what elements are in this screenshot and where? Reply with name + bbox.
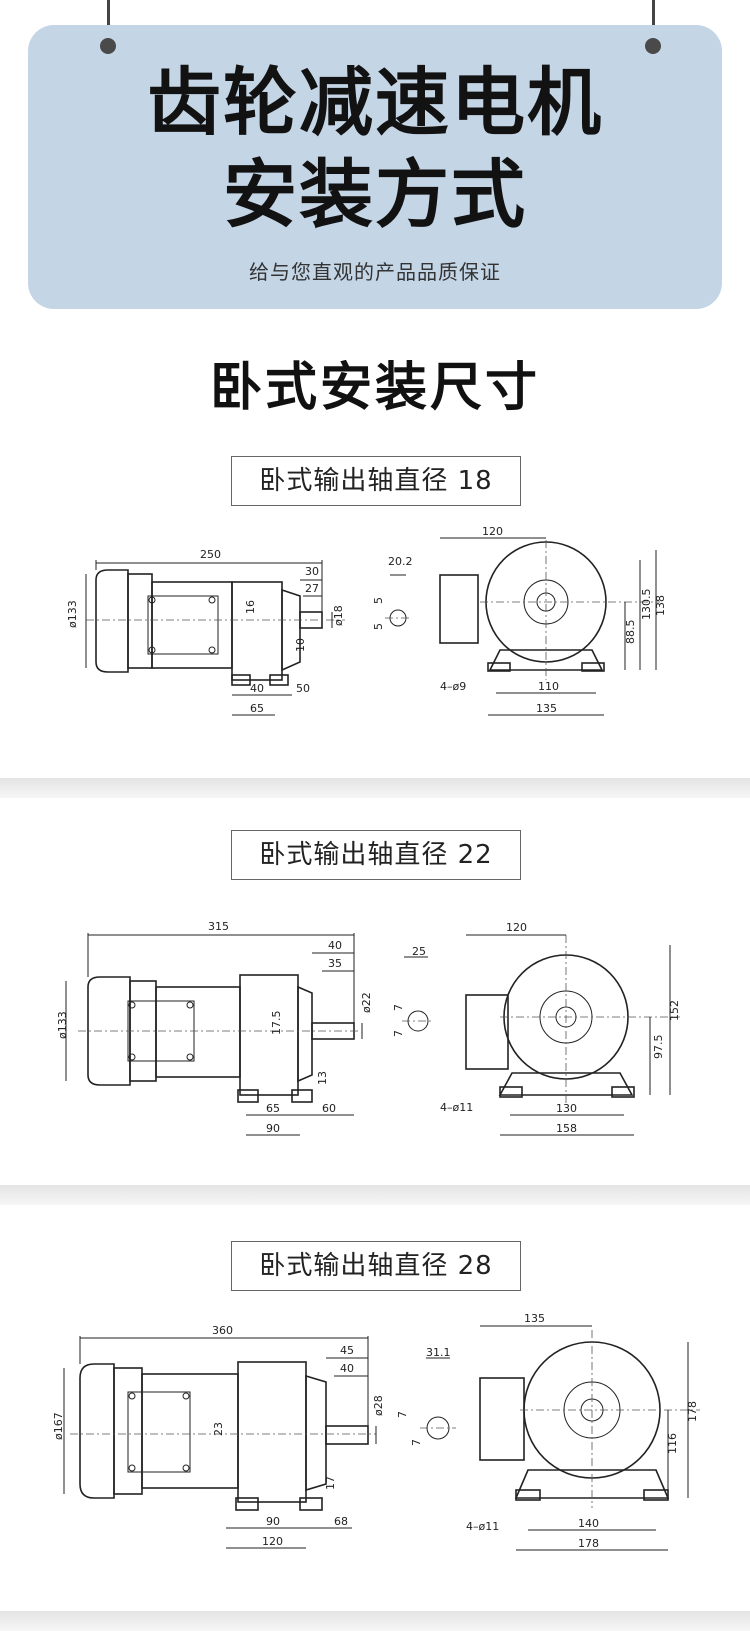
dim-front-span2-28: 178	[578, 1537, 599, 1550]
front-view-28: 135 116 178 4–ø11 140 178	[466, 1312, 700, 1551]
dim-shaft-28: ø28	[372, 1395, 385, 1416]
dim-b-22: 60	[322, 1102, 336, 1115]
side-view-18: 250 30 27 ø18 ø133 16 10 40 50 65	[66, 548, 345, 716]
dim-key-w-18: 20.2	[388, 555, 413, 568]
dim-front-width-18: 120	[482, 525, 503, 538]
dim-dia-28: ø167	[52, 1412, 65, 1440]
dim-d1-22: 40	[328, 939, 342, 952]
dim-shaft-18: ø18	[332, 605, 345, 626]
banner-subtitle: 给与您直观的产品品质保证	[249, 260, 501, 284]
front-view-22: 120 97.5 152 4–ø11 130 158	[440, 921, 681, 1136]
side-view-22: 315 40 35 ø22 ø133 17.5 13 65 60 90	[56, 920, 373, 1136]
dim-d2-22: 35	[328, 957, 342, 970]
dim-front-holes-22: 4–ø11	[440, 1101, 473, 1114]
pin-dot-left	[100, 38, 116, 54]
dim-a-18: 40	[250, 682, 264, 695]
dim-d2-28: 40	[340, 1362, 354, 1375]
drawing-shaft-22: 315 40 35 ø22 ø133 17.5 13 65 60 90 25 7…	[56, 920, 681, 1136]
dim-front-span1-28: 140	[578, 1517, 599, 1530]
dim-b-18: 50	[296, 682, 310, 695]
separator-2	[0, 1185, 750, 1205]
dim-d1-18: 30	[305, 565, 319, 578]
key-view-28: 31.1 7 7	[396, 1346, 456, 1446]
dim-h-28: 23	[212, 1422, 225, 1436]
dim-front-span1-18: 110	[538, 680, 559, 693]
dim-d2-18: 27	[305, 582, 319, 595]
dim-foot-h-22: 13	[316, 1071, 329, 1085]
key-view-22: 25 7 7	[392, 945, 434, 1037]
dim-front-h2-18: 130.5	[640, 589, 653, 621]
dim-c-28: 120	[262, 1535, 283, 1548]
dim-h-22: 17.5	[270, 1011, 283, 1036]
dim-d1-28: 45	[340, 1344, 354, 1357]
section-title: 卧式安装尺寸	[209, 358, 540, 418]
key-view-18: 20.2 5 5	[372, 555, 413, 630]
dim-front-span2-22: 158	[556, 1122, 577, 1135]
shaft-label-28: 卧式输出轴直径 28	[231, 1241, 521, 1291]
separator-1	[0, 778, 750, 798]
hanging-string-right	[652, 0, 655, 36]
dim-key-w-22: 25	[412, 945, 426, 958]
dim-front-holes-28: 4–ø11	[466, 1520, 499, 1533]
dim-a-28: 90	[266, 1515, 280, 1528]
side-view-28: 360 45 40 ø28 ø167 23 17 90 68 120	[52, 1324, 385, 1549]
dim-front-span2-18: 135	[536, 702, 557, 715]
dim-a-22: 65	[266, 1102, 280, 1115]
separator-3	[0, 1611, 750, 1631]
dim-overall-28: 360	[212, 1324, 233, 1337]
dim-dia-22: ø133	[56, 1011, 69, 1039]
dim-front-h3-22: 152	[668, 1000, 681, 1021]
dim-overall-18: 250	[200, 548, 221, 561]
dim-foot-h-18: 10	[294, 638, 307, 652]
dim-front-h3-18: 138	[654, 595, 667, 616]
drawing-shaft-18: 250 30 27 ø18 ø133 16 10 40 50 65 20.2 5…	[66, 525, 667, 716]
dim-front-width-22: 120	[506, 921, 527, 934]
dim-key-k2-28: 7	[410, 1439, 423, 1446]
dim-c-18: 65	[250, 702, 264, 715]
dim-key-w-28: 31.1	[426, 1346, 451, 1359]
dim-b-28: 68	[334, 1515, 348, 1528]
header-banner	[28, 25, 722, 309]
dim-shaft-22: ø22	[360, 992, 373, 1013]
dim-h-18: 16	[244, 600, 257, 614]
shaft-label-18: 卧式输出轴直径 18	[231, 456, 521, 506]
dim-front-span1-22: 130	[556, 1102, 577, 1115]
shaft-label-22: 卧式输出轴直径 22	[231, 830, 521, 880]
banner-title-line2: 安装方式	[223, 152, 527, 238]
dim-front-h3-28: 178	[686, 1401, 699, 1422]
dim-front-width-28: 135	[524, 1312, 545, 1325]
front-view-18: 120 88.5 130.5 138 4–ø9 110 135	[439, 525, 667, 716]
drawing-shaft-28: 360 45 40 ø28 ø167 23 17 90 68 120 31.1 …	[52, 1312, 700, 1551]
banner-title-line1: 齿轮减速电机	[147, 60, 603, 146]
dim-dia-18: ø133	[66, 600, 79, 628]
dim-c-22: 90	[266, 1122, 280, 1135]
dim-foot-h-28: 17	[324, 1476, 337, 1490]
pin-dot-right	[645, 38, 661, 54]
dim-overall-22: 315	[208, 920, 229, 933]
dim-front-holes-18: 4–ø9	[440, 680, 466, 693]
dim-front-h1-28: 116	[666, 1433, 679, 1454]
dim-front-h1-22: 97.5	[652, 1035, 665, 1060]
dim-front-h1-18: 88.5	[624, 620, 637, 645]
dim-key-k1-18: 5	[372, 597, 385, 604]
dim-key-k2-18: 5	[372, 623, 385, 630]
hanging-string-left	[107, 0, 110, 36]
dim-key-k2-22: 7	[392, 1030, 405, 1037]
dim-key-k1-28: 7	[396, 1411, 409, 1418]
dim-key-k1-22: 7	[392, 1004, 405, 1011]
